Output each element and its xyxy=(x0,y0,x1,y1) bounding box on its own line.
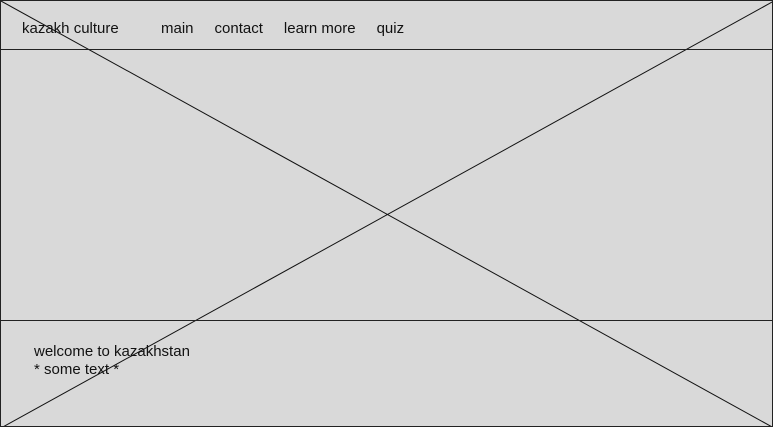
main-nav: main contact learn more quiz xyxy=(161,20,404,38)
nav-link-main[interactable]: main xyxy=(161,20,194,37)
intro-body: * some text * xyxy=(34,361,120,378)
nav-link-quiz[interactable]: quiz xyxy=(376,20,405,37)
nav-link-learn-more[interactable]: learn more xyxy=(283,20,356,37)
nav-link-contact[interactable]: contact xyxy=(214,20,263,37)
top-navbar: kazakh culture main contact learn more q… xyxy=(1,1,772,50)
intro-title: welcome to kazakhstan xyxy=(34,343,190,360)
site-brand[interactable]: kazakh culture xyxy=(22,20,119,37)
intro-section: welcome to kazakhstan * some text * xyxy=(34,343,190,379)
hero-image-placeholder xyxy=(1,50,772,321)
